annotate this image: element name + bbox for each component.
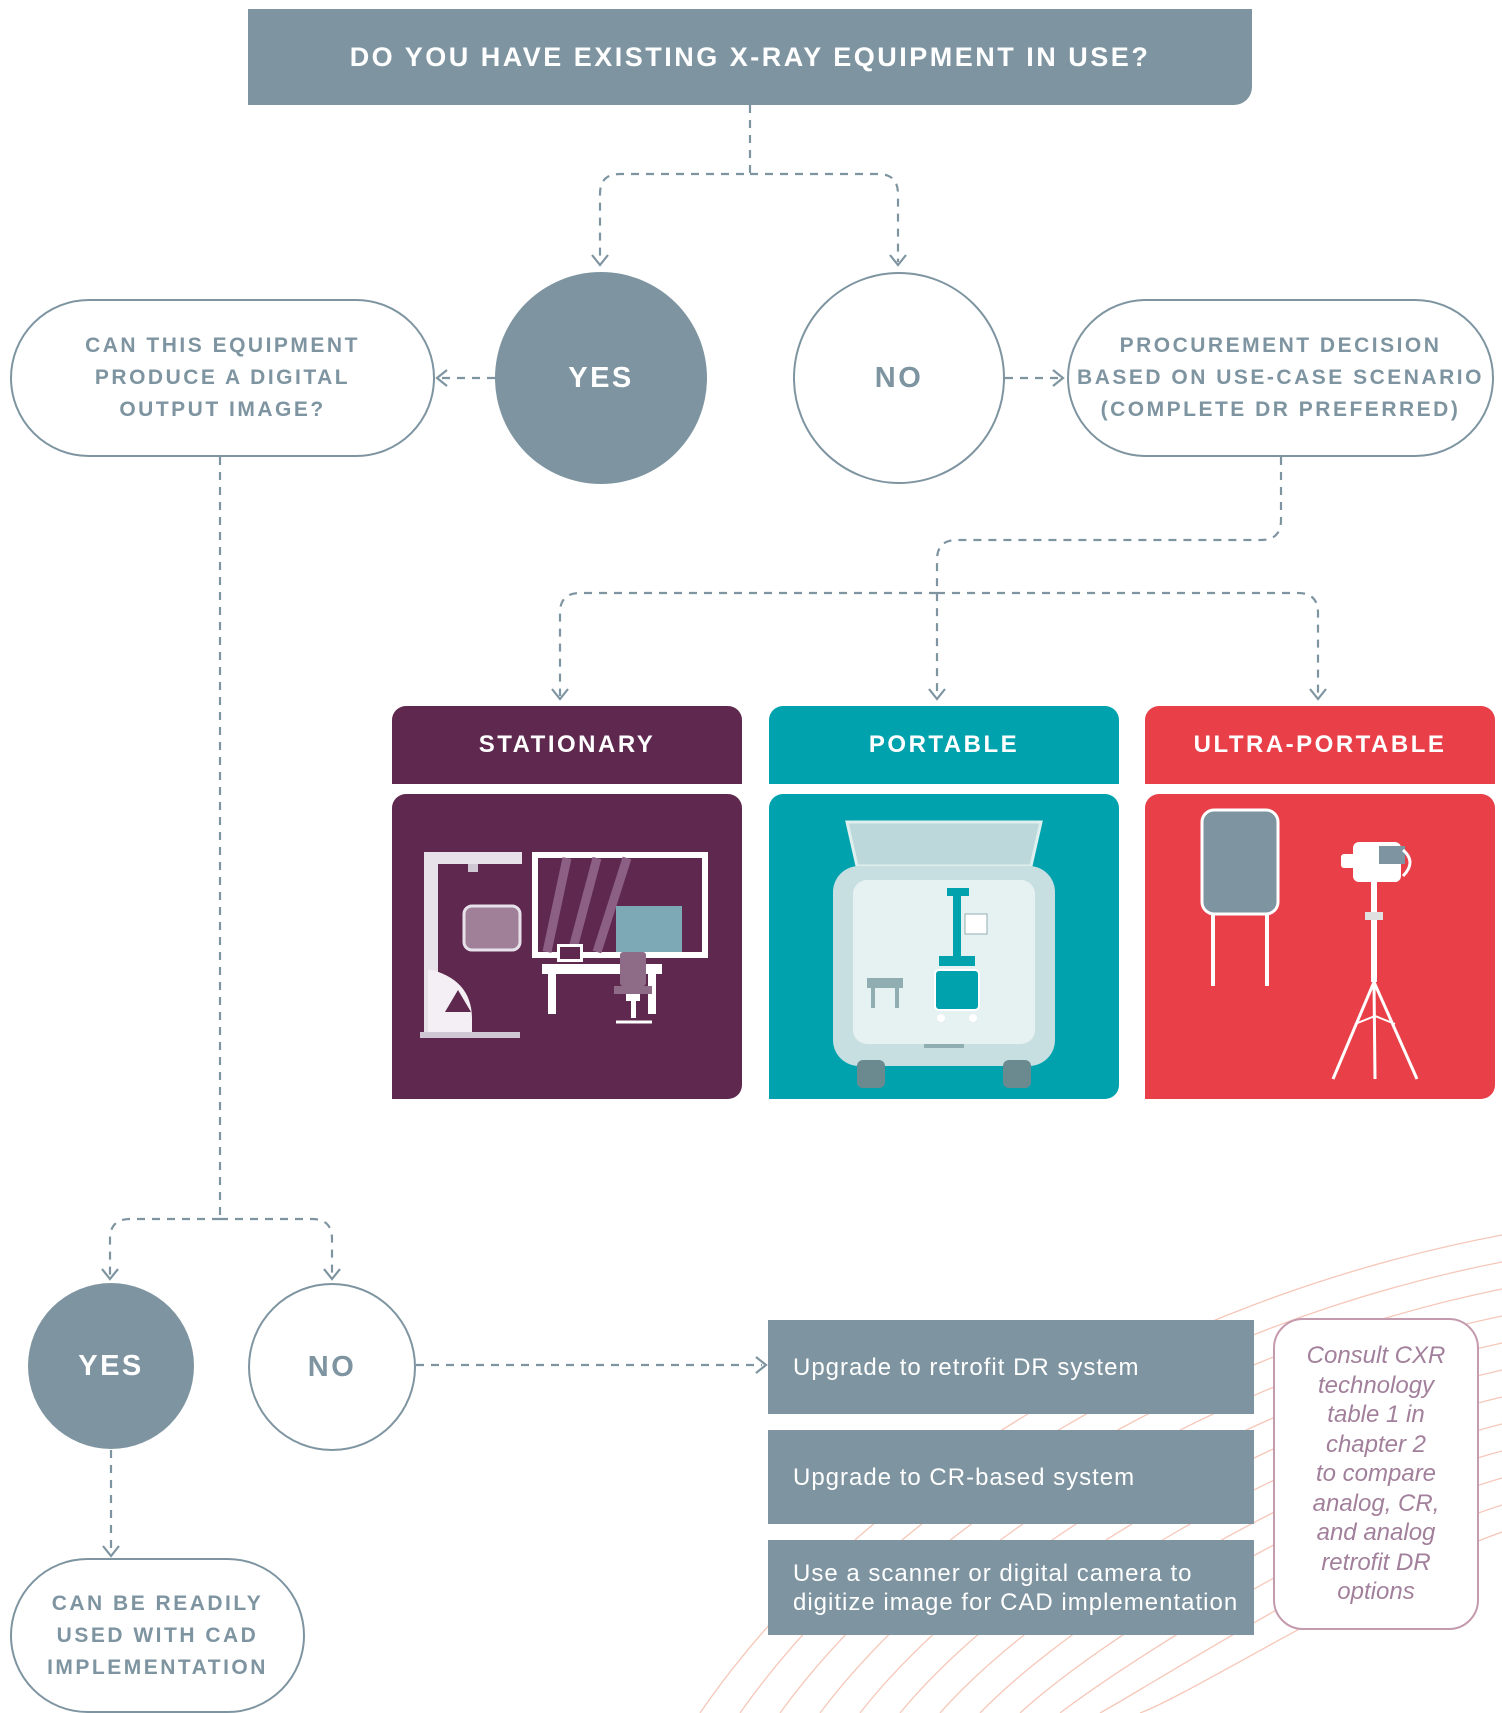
digital-output-question: CAN THIS EQUIPMENT PRODUCE A DIGITAL OUT…: [10, 299, 435, 457]
bottom-no-node: NO: [248, 1283, 416, 1451]
flow-connectors: [108, 105, 1320, 1553]
cad-ready-line: IMPLEMENTATION: [47, 1655, 268, 1679]
stationary-xray-room-illustration: [420, 852, 708, 1038]
note-line: and analog: [1316, 1519, 1436, 1547]
arrowheads: [101, 254, 1327, 1558]
xray-van-illustration: [833, 820, 1055, 1088]
portable-panel: [769, 794, 1119, 1099]
top-yes-node: YES: [495, 272, 707, 484]
digital-question-line: CAN THIS EQUIPMENT: [85, 334, 360, 357]
ultra-portable-panel: [1145, 794, 1495, 1099]
procurement-line: BASED ON USE-CASE SCENARIO: [1077, 366, 1484, 389]
stationary-panel: [392, 794, 742, 1099]
procurement-decision: PROCUREMENT DECISION BASED ON USE-CASE S…: [1067, 299, 1494, 457]
note-line: options: [1337, 1578, 1415, 1606]
question-title: DO YOU HAVE EXISTING X-RAY EQUIPMENT IN …: [248, 9, 1252, 105]
top-no-node: NO: [793, 272, 1005, 484]
cad-ready-line: USED WITH CAD: [56, 1623, 259, 1647]
option-scanner-camera: Use a scanner or digital camera to digit…: [768, 1540, 1254, 1635]
cad-ready-line: CAN BE READILY: [51, 1591, 264, 1615]
category-ultra-portable-header: ULTRA-PORTABLE: [1145, 706, 1495, 784]
category-stationary-header: STATIONARY: [392, 706, 742, 784]
note-line: Consult CXR: [1306, 1342, 1446, 1370]
digital-question-line: PRODUCE A DIGITAL: [94, 366, 351, 389]
option-text: Use a scanner or digital camera to: [793, 1559, 1193, 1587]
handheld-xray-tripod-illustration: [1200, 808, 1419, 1080]
option-text: digitize image for CAD implementation: [793, 1588, 1239, 1616]
procurement-line: (COMPLETE DR PREFERRED): [1100, 398, 1461, 421]
note-line: analog, CR,: [1312, 1489, 1440, 1517]
note-line: to compare: [1315, 1460, 1437, 1488]
note-line: table 1 in: [1327, 1401, 1425, 1429]
note-line: technology: [1317, 1371, 1435, 1399]
option-text: Upgrade to retrofit DR system: [793, 1353, 1140, 1381]
consult-note: Consult CXR technology table 1 in chapte…: [1273, 1318, 1479, 1630]
option-retrofit-dr: Upgrade to retrofit DR system: [768, 1320, 1254, 1414]
note-line: chapter 2: [1325, 1430, 1427, 1458]
note-line: retrofit DR: [1321, 1548, 1431, 1576]
procurement-line: PROCUREMENT DECISION: [1119, 334, 1442, 357]
option-text: Upgrade to CR-based system: [793, 1463, 1136, 1491]
digital-question-line: OUTPUT IMAGE?: [119, 398, 326, 421]
cad-ready-result: CAN BE READILY USED WITH CAD IMPLEMENTAT…: [10, 1558, 305, 1713]
category-portable-header: PORTABLE: [769, 706, 1119, 784]
option-cr-based: Upgrade to CR-based system: [768, 1430, 1254, 1524]
bottom-yes-node: YES: [28, 1283, 194, 1449]
